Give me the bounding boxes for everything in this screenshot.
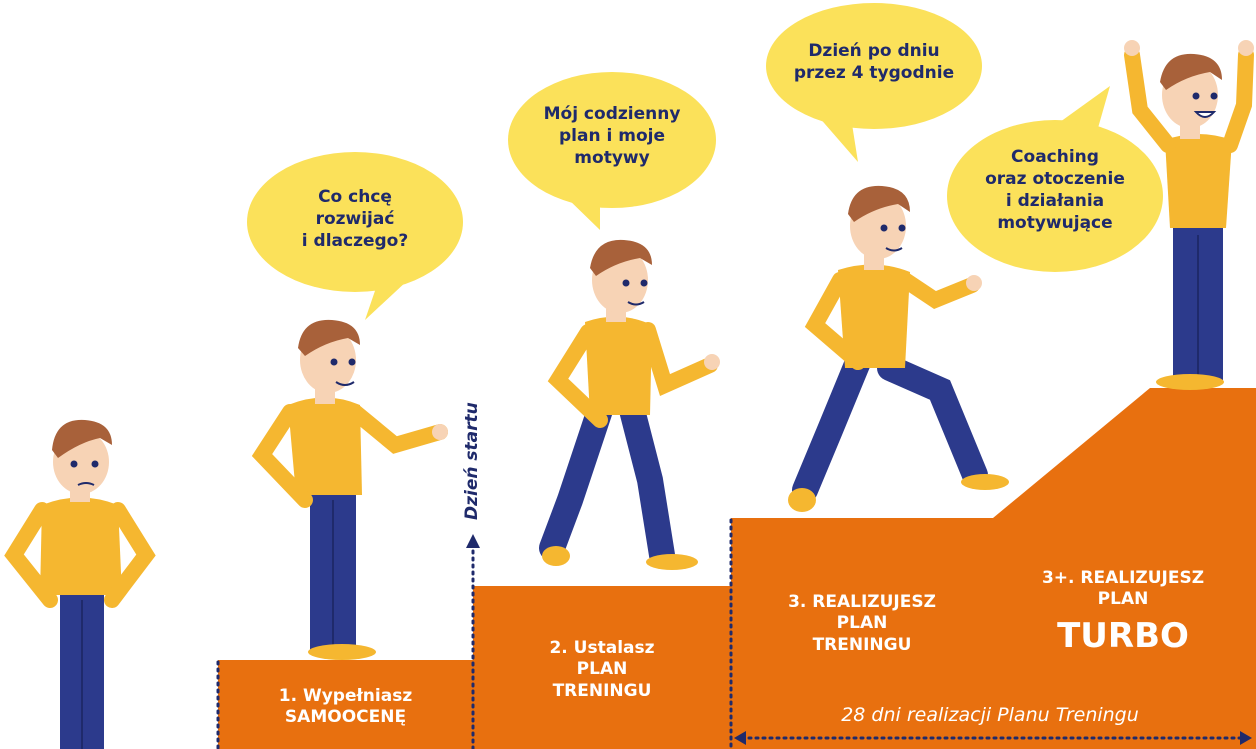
step-2-block [473,586,731,749]
step-3-line-2: PLAN [836,613,888,634]
bubble-4-text: Coaching oraz otoczenie i działania moty… [965,146,1145,234]
span-label: 28 dni realizacji Planu Treningu [841,704,1139,726]
figure-2 [251,319,448,660]
bubble-1-line-1: Co chcę [318,187,392,207]
figure-1 [4,419,156,749]
step-1-line-1: 1. Wypełniasz [278,686,413,706]
step-3-line-1: 3. REALIZUJESZ [788,592,936,612]
bubble-3-shape [766,3,982,129]
start-day-arrowhead [466,534,480,548]
bubble-4-line-4: motywujące [997,213,1113,234]
step-1-line-2: SAMOOCENĘ [284,707,407,728]
figure-4 [788,185,1009,512]
stair-steps [218,388,1256,749]
step-1-label: 1. Wypełniasz SAMOOCENĘ [228,686,463,729]
bubble-4-tail [1060,86,1110,128]
step-1-block [218,660,473,749]
bubble-4-shape [947,120,1163,272]
span-arrowhead-right [1240,731,1252,745]
bubble-1-shape [247,152,463,292]
dotted-guides [216,518,1242,749]
step-2-line-3: TRENINGU [552,680,652,701]
step-2-label: 2. Ustalasz PLAN TRENINGU [483,638,721,702]
step-3-block [731,518,993,749]
bubble-4-line-2: oraz otoczenie [985,169,1125,190]
bubble-3-line-1: Dzień po dniu [808,41,940,61]
bubble-1-line-2: rozwijać [315,209,395,230]
bubble-3-text: Dzień po dniu przez 4 tygodnie [784,40,964,84]
bubble-4-line-1: Coaching [1011,147,1099,167]
bubble-2-text: Mój codzienny plan i moje motywy [527,103,697,169]
start-day-label: Dzień startu [462,402,482,520]
step-2-line-1: 2. Ustalasz [549,638,655,658]
step-4-line-2: PLAN [1097,589,1149,610]
speech-bubbles [247,3,1163,320]
bubble-4-line-3: i działania [1005,191,1105,212]
figure-5 [1124,40,1254,390]
bubble-2-tail [565,196,600,230]
bubble-2-line-1: Mój codzienny [543,104,681,124]
step-4-block [993,388,1256,749]
bubble-1-tail [365,280,408,320]
step-2-line-2: PLAN [576,659,628,680]
bubble-1-line-3: i dlaczego? [301,231,409,252]
bubble-3-line-2: przez 4 tygodnie [793,63,955,84]
step-4-line-1: 3+. REALIZUJESZ [1041,568,1205,588]
bubble-1-text: Co chcę rozwijać i dlaczego? [275,186,435,252]
bubble-2-line-2: plan i moje [559,126,665,147]
bubble-3-tail [818,116,858,162]
figure-3 [539,239,720,570]
bubble-2-line-3: motywy [574,148,650,169]
step-4-label: 3+. REALIZUJESZ PLAN TURBO [1003,568,1243,657]
step-3-label: 3. REALIZUJESZ PLAN TRENINGU [741,592,983,656]
step-4-line-3: TURBO [1057,615,1189,656]
step-3-line-3: TRENINGU [812,634,912,655]
bubble-2-shape [508,72,716,208]
span-arrowhead-left [734,731,746,745]
